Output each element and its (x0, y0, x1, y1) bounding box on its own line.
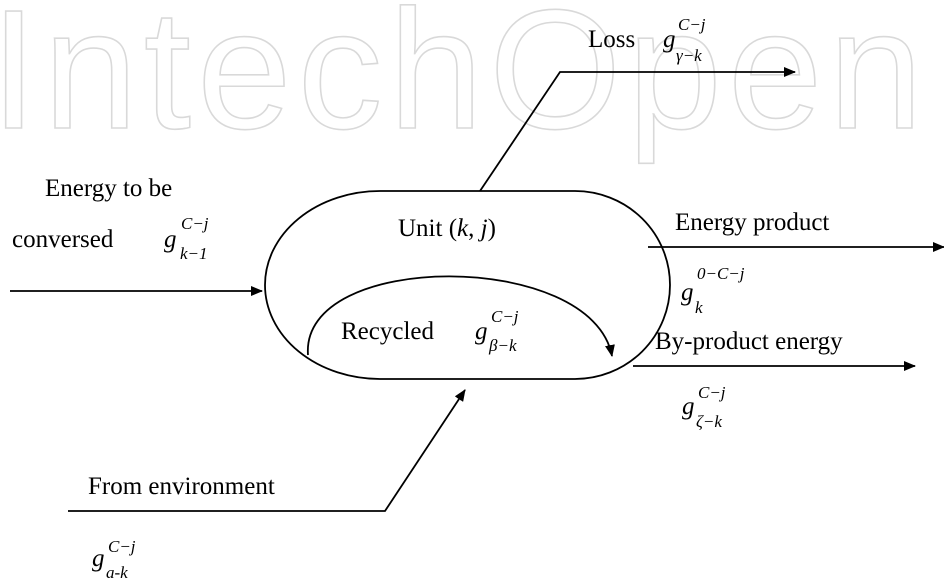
svg-text:γ−k: γ−k (676, 46, 702, 65)
byproduct-label: By-product energy (655, 328, 843, 355)
unit-label: Unit (k, j) (398, 215, 496, 242)
svg-text:C−j: C−j (491, 307, 519, 326)
svg-text:k: k (695, 298, 703, 317)
svg-text:0−C−j: 0−C−j (697, 264, 745, 283)
svg-text:g: g (164, 226, 177, 253)
loss-symbol: g C−j γ−k (663, 15, 706, 65)
svg-text:g: g (663, 26, 676, 53)
svg-text:C−j: C−j (181, 214, 209, 233)
recycled-label: Recycled (341, 318, 435, 345)
recycled-symbol: g C−j β−k (475, 307, 519, 355)
recycled-arrow (307, 275, 615, 357)
unit-capsule (264, 190, 671, 380)
svg-text:β−k: β−k (488, 336, 517, 355)
environment-arrow (68, 389, 466, 512)
watermark-logo: IntechOpen (0, 0, 929, 165)
svg-text:C−j: C−j (698, 383, 726, 402)
svg-text:g: g (681, 279, 694, 306)
svg-text:ζ−k: ζ−k (696, 412, 722, 431)
environment-label: From environment (88, 473, 275, 500)
loss-arrow (479, 67, 796, 192)
svg-text:C−j: C−j (108, 537, 136, 556)
byproduct-symbol: g C−j ζ−k (682, 383, 726, 431)
loss-label: Loss (588, 26, 635, 53)
input-label-line1: Energy to be (45, 175, 172, 202)
product-label: Energy product (675, 209, 829, 236)
svg-text:g: g (682, 393, 695, 420)
input-label-line2: conversed (12, 226, 114, 253)
svg-text:a-k: a-k (106, 563, 128, 582)
svg-text:g: g (92, 545, 105, 572)
svg-text:k−1: k−1 (180, 244, 208, 263)
svg-text:C−j: C−j (678, 15, 706, 34)
svg-text:g: g (475, 318, 488, 345)
environment-symbol: g C−j a-k (92, 537, 136, 582)
product-symbol: g 0−C−j k (681, 264, 745, 317)
input-symbol: g C−j k−1 (164, 214, 209, 263)
